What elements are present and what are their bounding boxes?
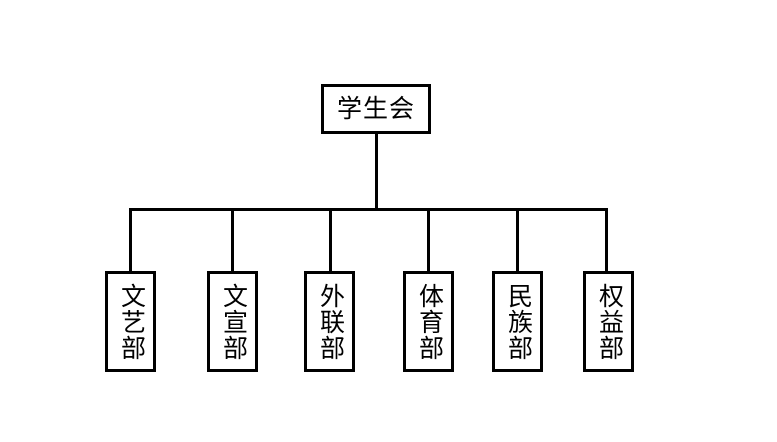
node-child-label: 权益部 — [595, 282, 623, 361]
node-root-label: 学生会 — [336, 95, 415, 123]
node-child-publicity[interactable]: 文宣部 — [207, 271, 258, 372]
node-child-label: 民族部 — [504, 282, 532, 361]
connector-drop-6 — [605, 208, 608, 272]
connector-drop-5 — [516, 208, 519, 272]
node-child-rights[interactable]: 权益部 — [583, 271, 634, 372]
node-child-external-relations[interactable]: 外联部 — [304, 271, 355, 372]
node-child-ethnic-affairs[interactable]: 民族部 — [492, 271, 543, 372]
node-child-arts[interactable]: 文艺部 — [105, 271, 156, 372]
node-child-label: 文宣部 — [219, 282, 247, 361]
node-child-label: 外联部 — [316, 282, 344, 361]
node-root-student-union[interactable]: 学生会 — [321, 84, 431, 134]
connector-drop-1 — [129, 208, 132, 272]
connector-horizontal-bus — [129, 208, 608, 211]
connector-root-stem — [375, 133, 378, 211]
node-child-label: 体育部 — [415, 282, 443, 361]
node-child-sports[interactable]: 体育部 — [403, 271, 454, 372]
node-child-label: 文艺部 — [117, 282, 145, 361]
connector-drop-3 — [329, 208, 332, 272]
connector-drop-4 — [427, 208, 430, 272]
connector-drop-2 — [231, 208, 234, 272]
